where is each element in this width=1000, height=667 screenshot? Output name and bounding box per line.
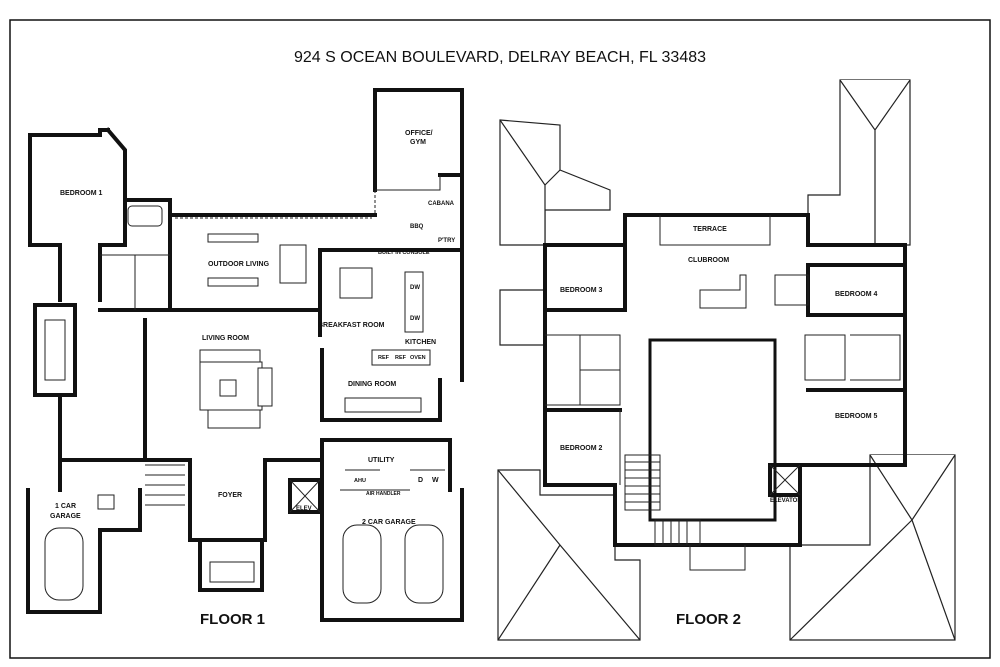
one-car-label-2: GARAGE: [50, 513, 81, 520]
living-room-label: LIVING ROOM: [202, 335, 249, 342]
floor-2-plan: [497, 79, 956, 641]
dw-label-2: DW: [410, 316, 420, 322]
floor-1-plan: [26, 88, 464, 622]
office-label-1: OFFICE/: [405, 130, 433, 137]
breakfast-room-label: BREAKFAST ROOM: [318, 322, 385, 329]
bedroom-2-label: BEDROOM 2: [560, 445, 603, 452]
air-handler-label: AIR HANDLER: [366, 491, 401, 497]
ahu-label: AHU: [354, 478, 366, 484]
ref-label-2: REF: [395, 355, 407, 361]
cabana-label: CABANA: [428, 201, 455, 207]
terrace-label: TERRACE: [693, 226, 727, 233]
clubroom-label: CLUBROOM: [688, 257, 729, 264]
office-label-2: GYM: [410, 139, 426, 146]
one-car-label-1: 1 CAR: [55, 503, 76, 510]
two-car-garage-label: 2 CAR GARAGE: [362, 519, 416, 526]
bedroom-4-label: BEDROOM 4: [835, 291, 878, 298]
outdoor-living-label: OUTDOOR LIVING: [208, 261, 270, 268]
bbq-label: BBQ: [410, 224, 424, 230]
dw-label-1: DW: [410, 285, 420, 291]
address-title: 924 S OCEAN BOULEVARD, DELRAY BEACH, FL …: [294, 49, 706, 66]
console-label: BUILT IN CONSOLE: [378, 250, 430, 256]
floor-2-label: FLOOR 2: [676, 611, 741, 628]
foyer-label: FOYER: [218, 492, 242, 499]
elev-label: ELEV: [296, 506, 312, 512]
utility-label: UTILITY: [368, 457, 395, 464]
elevator-label: ELEVATOR: [770, 498, 802, 504]
bedroom-3-label: BEDROOM 3: [560, 287, 603, 294]
oven-label: OVEN: [410, 355, 426, 361]
pantry-label: P'TRY: [438, 238, 455, 244]
page-frame: [9, 19, 991, 659]
dining-room-label: DINING ROOM: [348, 381, 396, 388]
bedroom-5-label: BEDROOM 5: [835, 413, 878, 420]
floor-1-label: FLOOR 1: [200, 611, 265, 628]
dryer-label: D: [418, 477, 423, 484]
ref-label-1: REF: [378, 355, 390, 361]
bedroom-1-label: BEDROOM 1: [60, 190, 103, 197]
washer-label: W: [432, 477, 439, 484]
kitchen-label: KITCHEN: [405, 339, 436, 346]
